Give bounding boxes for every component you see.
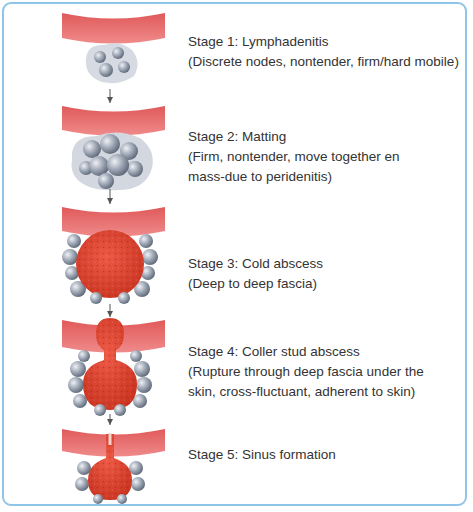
- lymph-node: [70, 361, 86, 377]
- sinus-abscess: [88, 434, 132, 500]
- lymph-node: [94, 404, 106, 416]
- stage-heading: Stage 4: Coller stud abscess: [188, 342, 438, 362]
- lymph-node: [117, 494, 127, 504]
- stage-text: Stage 3: Cold abscess(Deep to deep fasci…: [188, 254, 448, 294]
- node-halo: [72, 132, 153, 190]
- stage-arrow: [110, 414, 111, 425]
- stage-heading: Stage 1: Lymphadenitis: [188, 32, 470, 52]
- lymph-node: [77, 461, 91, 475]
- stage-4-art: [62, 318, 165, 416]
- lymph-node: [73, 394, 87, 408]
- lymph-node: [131, 477, 145, 491]
- lymph-node: [139, 234, 153, 248]
- lymph-node: [107, 154, 129, 176]
- skin-band: [62, 106, 165, 136]
- lymph-node: [83, 140, 101, 158]
- lymph-node: [134, 361, 150, 377]
- cold-abscess: [76, 230, 144, 298]
- lymph-node: [127, 161, 143, 177]
- lymph-node: [133, 394, 147, 408]
- stage-description: (Firm, nontender, move together en mass-…: [188, 147, 420, 187]
- lymph-node: [118, 292, 130, 304]
- abscess-texture: [83, 318, 137, 410]
- stage-node: Stage 2: Matting(Firm, nontender, move t…: [60, 104, 470, 188]
- lymph-node: [98, 173, 114, 189]
- lymph-node: [118, 61, 130, 73]
- lymph-node: [99, 63, 113, 77]
- stage-description: (Discrete nodes, nontender, firm/hard mo…: [188, 52, 470, 72]
- stage-arrow: [110, 89, 111, 103]
- lymph-node: [94, 51, 106, 63]
- stage-heading: Stage 3: Cold abscess: [188, 254, 448, 274]
- stage-text: Stage 2: Matting(Firm, nontender, move t…: [188, 127, 420, 187]
- lymph-node: [90, 292, 102, 304]
- lymph-node: [75, 477, 89, 491]
- lymph-node: [114, 404, 126, 416]
- lymph-node: [129, 461, 143, 475]
- collar-stud-abscess: [83, 318, 137, 410]
- lymph-node: [68, 377, 84, 393]
- stage-5-art: [62, 429, 165, 504]
- stage-1-art: [62, 13, 165, 83]
- lymph-node: [78, 350, 90, 362]
- stage-text: Stage 1: Lymphadenitis(Discrete nodes, n…: [188, 32, 470, 72]
- lymph-node: [142, 249, 158, 265]
- stage-heading: Stage 2: Matting: [188, 127, 420, 147]
- stage-arrow: [110, 189, 111, 204]
- stage-3-art: [62, 207, 165, 304]
- stage-2-art: [62, 106, 165, 190]
- lymph-node: [130, 350, 142, 362]
- lymph-node: [93, 494, 103, 504]
- stage-node: Stage 3: Cold abscess(Deep to deep fasci…: [60, 205, 470, 303]
- stage-node: Stage 1: Lymphadenitis(Discrete nodes, n…: [60, 12, 470, 88]
- lymph-node: [112, 47, 124, 59]
- sinus-tract: [109, 433, 112, 445]
- lymph-node: [136, 377, 152, 393]
- stage-text: Stage 5: Sinus formation: [188, 445, 448, 465]
- lymph-node: [100, 134, 120, 154]
- skin-band: [62, 13, 165, 44]
- stage-heading: Stage 5: Sinus formation: [188, 445, 448, 465]
- stage-text: Stage 4: Coller stud abscess(Rupture thr…: [188, 342, 438, 402]
- lymph-node: [67, 234, 81, 248]
- stage-node: Stage 4: Coller stud abscess(Rupture thr…: [60, 318, 470, 413]
- node-halo: [86, 43, 138, 83]
- abscess-texture: [88, 434, 132, 500]
- stage-description: (Rupture through deep fascia under the s…: [188, 362, 438, 402]
- stage-arrow: [110, 304, 111, 317]
- lymph-node: [62, 249, 78, 265]
- abscess-texture: [76, 230, 144, 298]
- stage-description: (Deep to deep fascia): [188, 274, 448, 294]
- stage-node: Stage 5: Sinus formation: [60, 426, 470, 506]
